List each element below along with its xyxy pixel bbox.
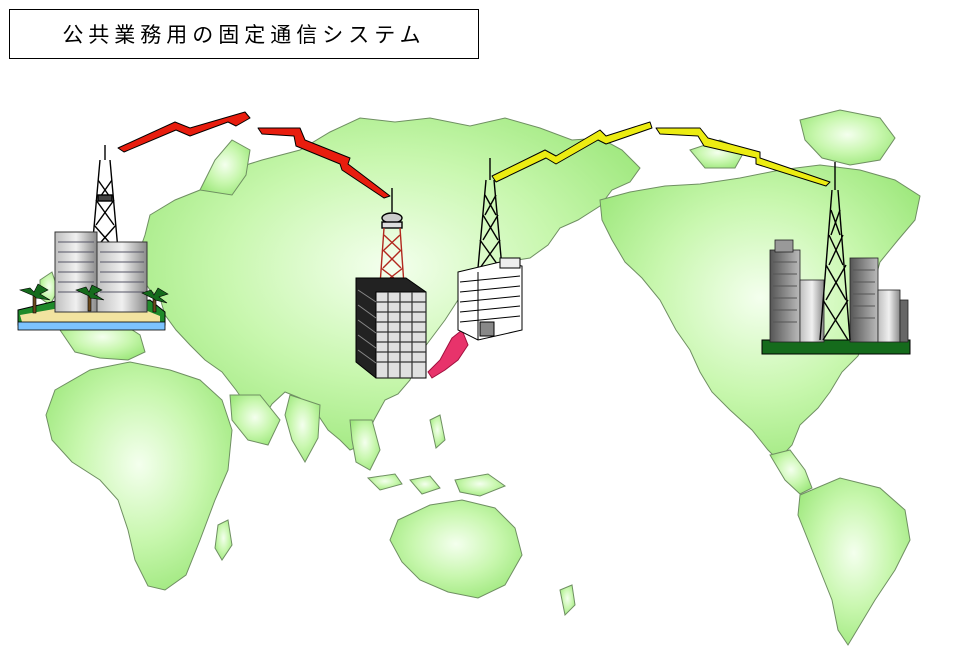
arabia <box>229 394 281 446</box>
india <box>284 394 321 464</box>
indonesia-1 <box>366 473 403 491</box>
europe-station <box>17 145 169 331</box>
lightning-bolt-icon <box>491 121 653 183</box>
palm-tree-icon <box>18 283 169 314</box>
indonesia-2 <box>409 475 441 495</box>
greenland <box>799 109 896 166</box>
radio-links <box>117 111 831 199</box>
scandinavia <box>199 139 251 196</box>
new-zealand <box>559 584 576 617</box>
lightning-bolt-icon <box>257 127 391 199</box>
asia-station <box>355 188 427 379</box>
antenna-tower-icon <box>477 158 503 269</box>
japan-station <box>457 158 523 341</box>
lightning-bolt-icon <box>655 127 831 187</box>
central-america <box>769 449 813 495</box>
office-building-icon <box>457 257 523 341</box>
indochina <box>349 419 381 471</box>
new-guinea <box>454 473 507 497</box>
north-america <box>599 164 921 461</box>
world-map <box>39 109 921 646</box>
city-ground <box>761 339 911 355</box>
lightning-bolt-icon <box>117 111 251 153</box>
africa <box>45 361 233 591</box>
america-station <box>761 162 911 355</box>
south-america <box>797 477 911 646</box>
office-building-icon <box>54 231 148 313</box>
antenna-tower-icon <box>819 162 851 341</box>
japan <box>427 329 469 379</box>
skyscraper-icon <box>769 239 909 343</box>
diagram-title: 公共業務用の固定通信システム <box>62 23 426 47</box>
title-box: 公共業務用の固定通信システム <box>9 9 479 59</box>
antenna-tower-icon <box>91 145 119 251</box>
australia <box>389 499 523 599</box>
madagascar <box>214 519 233 561</box>
philippines <box>429 414 446 449</box>
office-building-icon <box>355 277 427 379</box>
